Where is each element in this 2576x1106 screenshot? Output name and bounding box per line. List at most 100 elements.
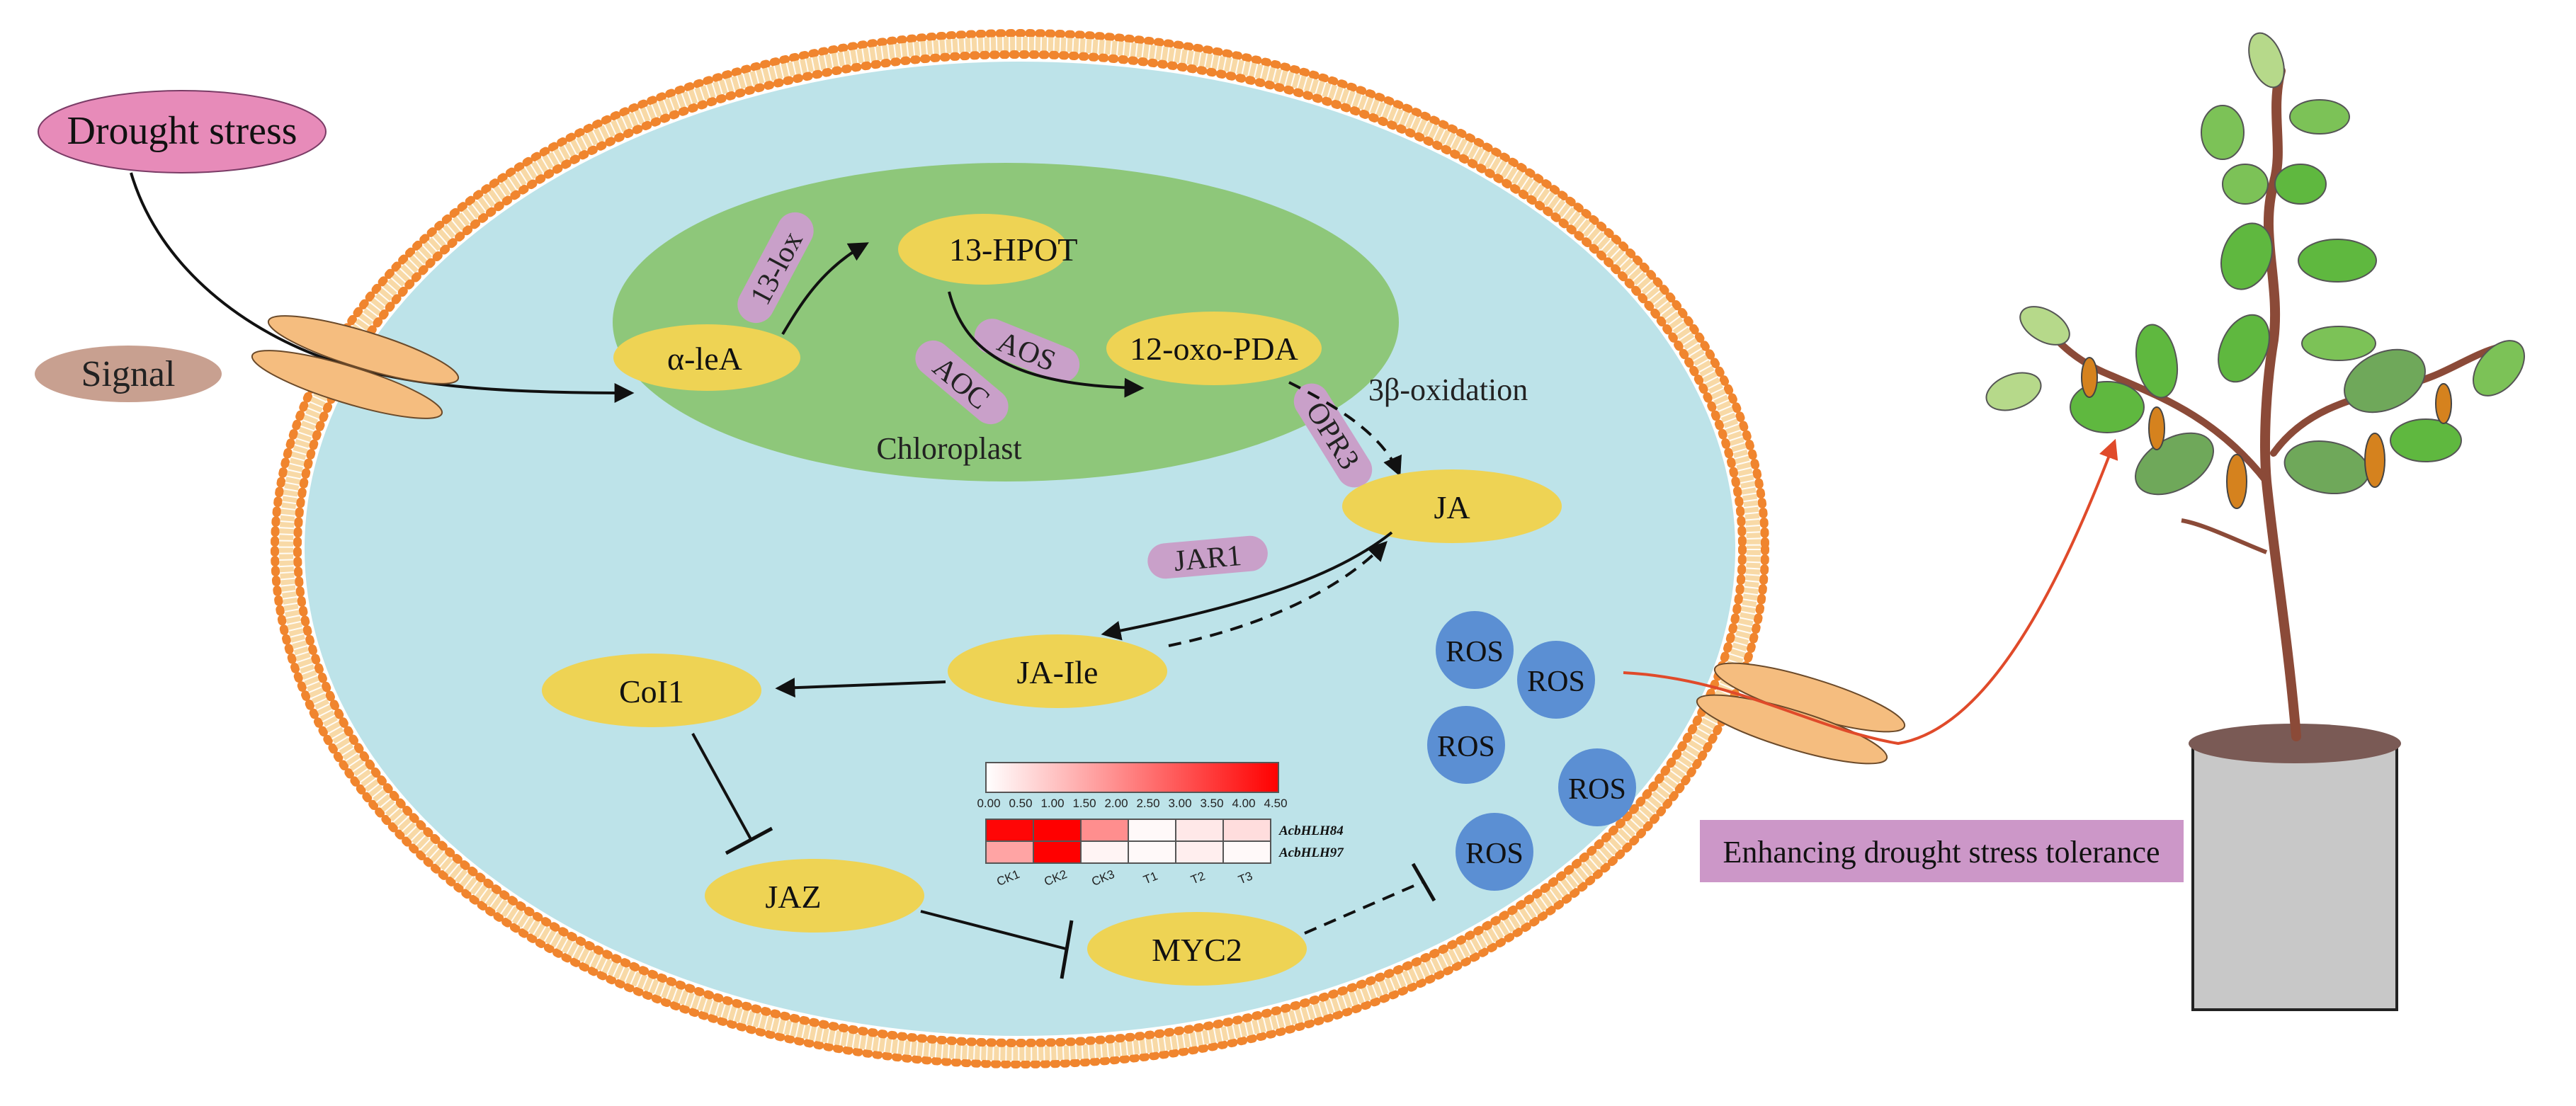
coi1-node bbox=[542, 654, 761, 727]
heatmap-scale-tick: 4.00 bbox=[1232, 797, 1255, 810]
heatmap-row-label: AcbHLH97 bbox=[1278, 845, 1344, 860]
heatmap-cell bbox=[985, 840, 1034, 864]
heatmap-scale-tick: 2.00 bbox=[1104, 797, 1128, 810]
heatmap-cells bbox=[985, 819, 1271, 864]
plant-leaf bbox=[2019, 306, 2070, 346]
alpha-lea-label: α-leA bbox=[667, 341, 742, 377]
heatmap-scale-tick: 1.00 bbox=[1040, 797, 1064, 810]
plant-fruit bbox=[2148, 406, 2165, 450]
heatmap-cell bbox=[1080, 840, 1129, 864]
lox-arrow bbox=[781, 242, 869, 336]
ros-cluster: ROS ROS ROS ROS ROS bbox=[1427, 611, 1636, 891]
heatmap-scale-tick: 3.00 bbox=[1168, 797, 1191, 810]
plant-leaf bbox=[2218, 314, 2270, 383]
myc2-label: MYC2 bbox=[1152, 932, 1242, 968]
plant-leaf bbox=[2283, 440, 2370, 494]
plant-leaf bbox=[2070, 381, 2145, 433]
ros-label: ROS bbox=[1527, 666, 1585, 698]
oxidation-arrow bbox=[1288, 381, 1402, 477]
heatmap-cell bbox=[1175, 819, 1224, 842]
ja-to-jaile-arrow bbox=[1101, 531, 1393, 641]
enhancing-label: Enhancing drought stress tolerance bbox=[1723, 835, 2160, 870]
plant-fruit bbox=[2364, 433, 2385, 488]
plant-leaf bbox=[2390, 418, 2462, 462]
ros-circle bbox=[1558, 748, 1636, 826]
chloroplast-label: Chloroplast bbox=[876, 431, 1021, 466]
ros-label: ROS bbox=[1446, 636, 1504, 668]
plant-leaf bbox=[2220, 222, 2273, 290]
jar1-label: JAR1 bbox=[1173, 540, 1243, 578]
plant-leaf bbox=[2135, 324, 2179, 399]
jaz-label: JAZ bbox=[765, 879, 821, 915]
hpot-node bbox=[898, 214, 1068, 285]
heatmap-cell bbox=[985, 819, 1034, 842]
ja-node bbox=[1342, 469, 1562, 543]
enhancing-box bbox=[1700, 820, 2184, 882]
pot-soil bbox=[2189, 724, 2401, 763]
ros-label: ROS bbox=[1568, 773, 1626, 806]
plant-fruit bbox=[2081, 357, 2098, 398]
plant-leaf bbox=[2135, 432, 2214, 496]
ja-ile-node bbox=[948, 634, 1167, 708]
heatmap-color-scale bbox=[985, 762, 1279, 793]
jaile-to-coi1-arrow bbox=[775, 678, 946, 698]
ros-circle bbox=[1517, 641, 1595, 719]
ros-circle bbox=[1436, 611, 1514, 689]
heatmap-scale-tick: 0.00 bbox=[977, 797, 1000, 810]
beta-oxidation-label: 3β-oxidation bbox=[1368, 372, 1528, 407]
plant-pot bbox=[2191, 741, 2398, 1011]
myc2-node bbox=[1087, 912, 1307, 986]
plant-leaf bbox=[2222, 164, 2269, 205]
heatmap-cell bbox=[1128, 840, 1176, 864]
heatmap-cell bbox=[1222, 819, 1271, 842]
heatmap-row-label: AcbHLH84 bbox=[1278, 823, 1344, 838]
plant-leaf bbox=[2289, 99, 2350, 135]
alpha-lea-node bbox=[613, 324, 800, 391]
oxo-pda-label: 12-oxo-PDA bbox=[1130, 331, 1298, 367]
tolerance-arrow bbox=[1623, 438, 2118, 746]
plant-leaf bbox=[2274, 164, 2327, 205]
plant-branch bbox=[2181, 518, 2268, 554]
right-membrane-channel bbox=[1696, 662, 1906, 765]
ros-circle bbox=[1456, 813, 1533, 891]
heatmap-scale-tick: 4.50 bbox=[1264, 797, 1287, 810]
coi1-label: CoI1 bbox=[619, 673, 684, 709]
plant-leaf bbox=[2201, 105, 2245, 160]
plant-leaf bbox=[2472, 340, 2526, 397]
potted-plant bbox=[1985, 32, 2526, 1011]
myc2-inhibits-ros bbox=[1304, 862, 1436, 935]
hpot-label: 13-HPOT bbox=[949, 232, 1077, 268]
plant-stem bbox=[2260, 66, 2301, 741]
heatmap-scale-tick: 0.50 bbox=[1009, 797, 1032, 810]
plant-fruit bbox=[2226, 454, 2247, 509]
heatmap-cell bbox=[1033, 819, 1082, 842]
ja-label: JA bbox=[1434, 489, 1470, 525]
heatmap-cell bbox=[1175, 840, 1224, 864]
heatmap-cell bbox=[1128, 819, 1176, 842]
ros-label: ROS bbox=[1465, 838, 1524, 870]
plant-leaf bbox=[2248, 32, 2285, 89]
aos-aoc-arrow bbox=[948, 291, 1145, 398]
plant-leaf bbox=[2298, 239, 2377, 283]
drought-stress-label: Drought stress bbox=[67, 109, 297, 153]
heatmap-scale-tick: 1.50 bbox=[1072, 797, 1096, 810]
heatmap-cell bbox=[1033, 840, 1082, 864]
heatmap-scale-tick: 3.50 bbox=[1200, 797, 1223, 810]
signal-label: Signal bbox=[81, 354, 176, 394]
ja-ile-label: JA-Ile bbox=[1017, 654, 1099, 690]
ros-label: ROS bbox=[1437, 731, 1495, 763]
ros-circle bbox=[1427, 706, 1505, 784]
drought-stress-ellipse bbox=[38, 90, 327, 173]
plant-leaf bbox=[2301, 326, 2376, 361]
jaile-to-ja-arrow bbox=[1168, 540, 1388, 647]
jaz-inhibits-myc2 bbox=[920, 910, 1074, 979]
heatmap-cell bbox=[1080, 819, 1129, 842]
plant-leaf bbox=[1985, 372, 2042, 411]
jaz-node bbox=[705, 859, 924, 933]
heatmap-cell bbox=[1222, 840, 1271, 864]
signal-ellipse bbox=[35, 346, 222, 402]
